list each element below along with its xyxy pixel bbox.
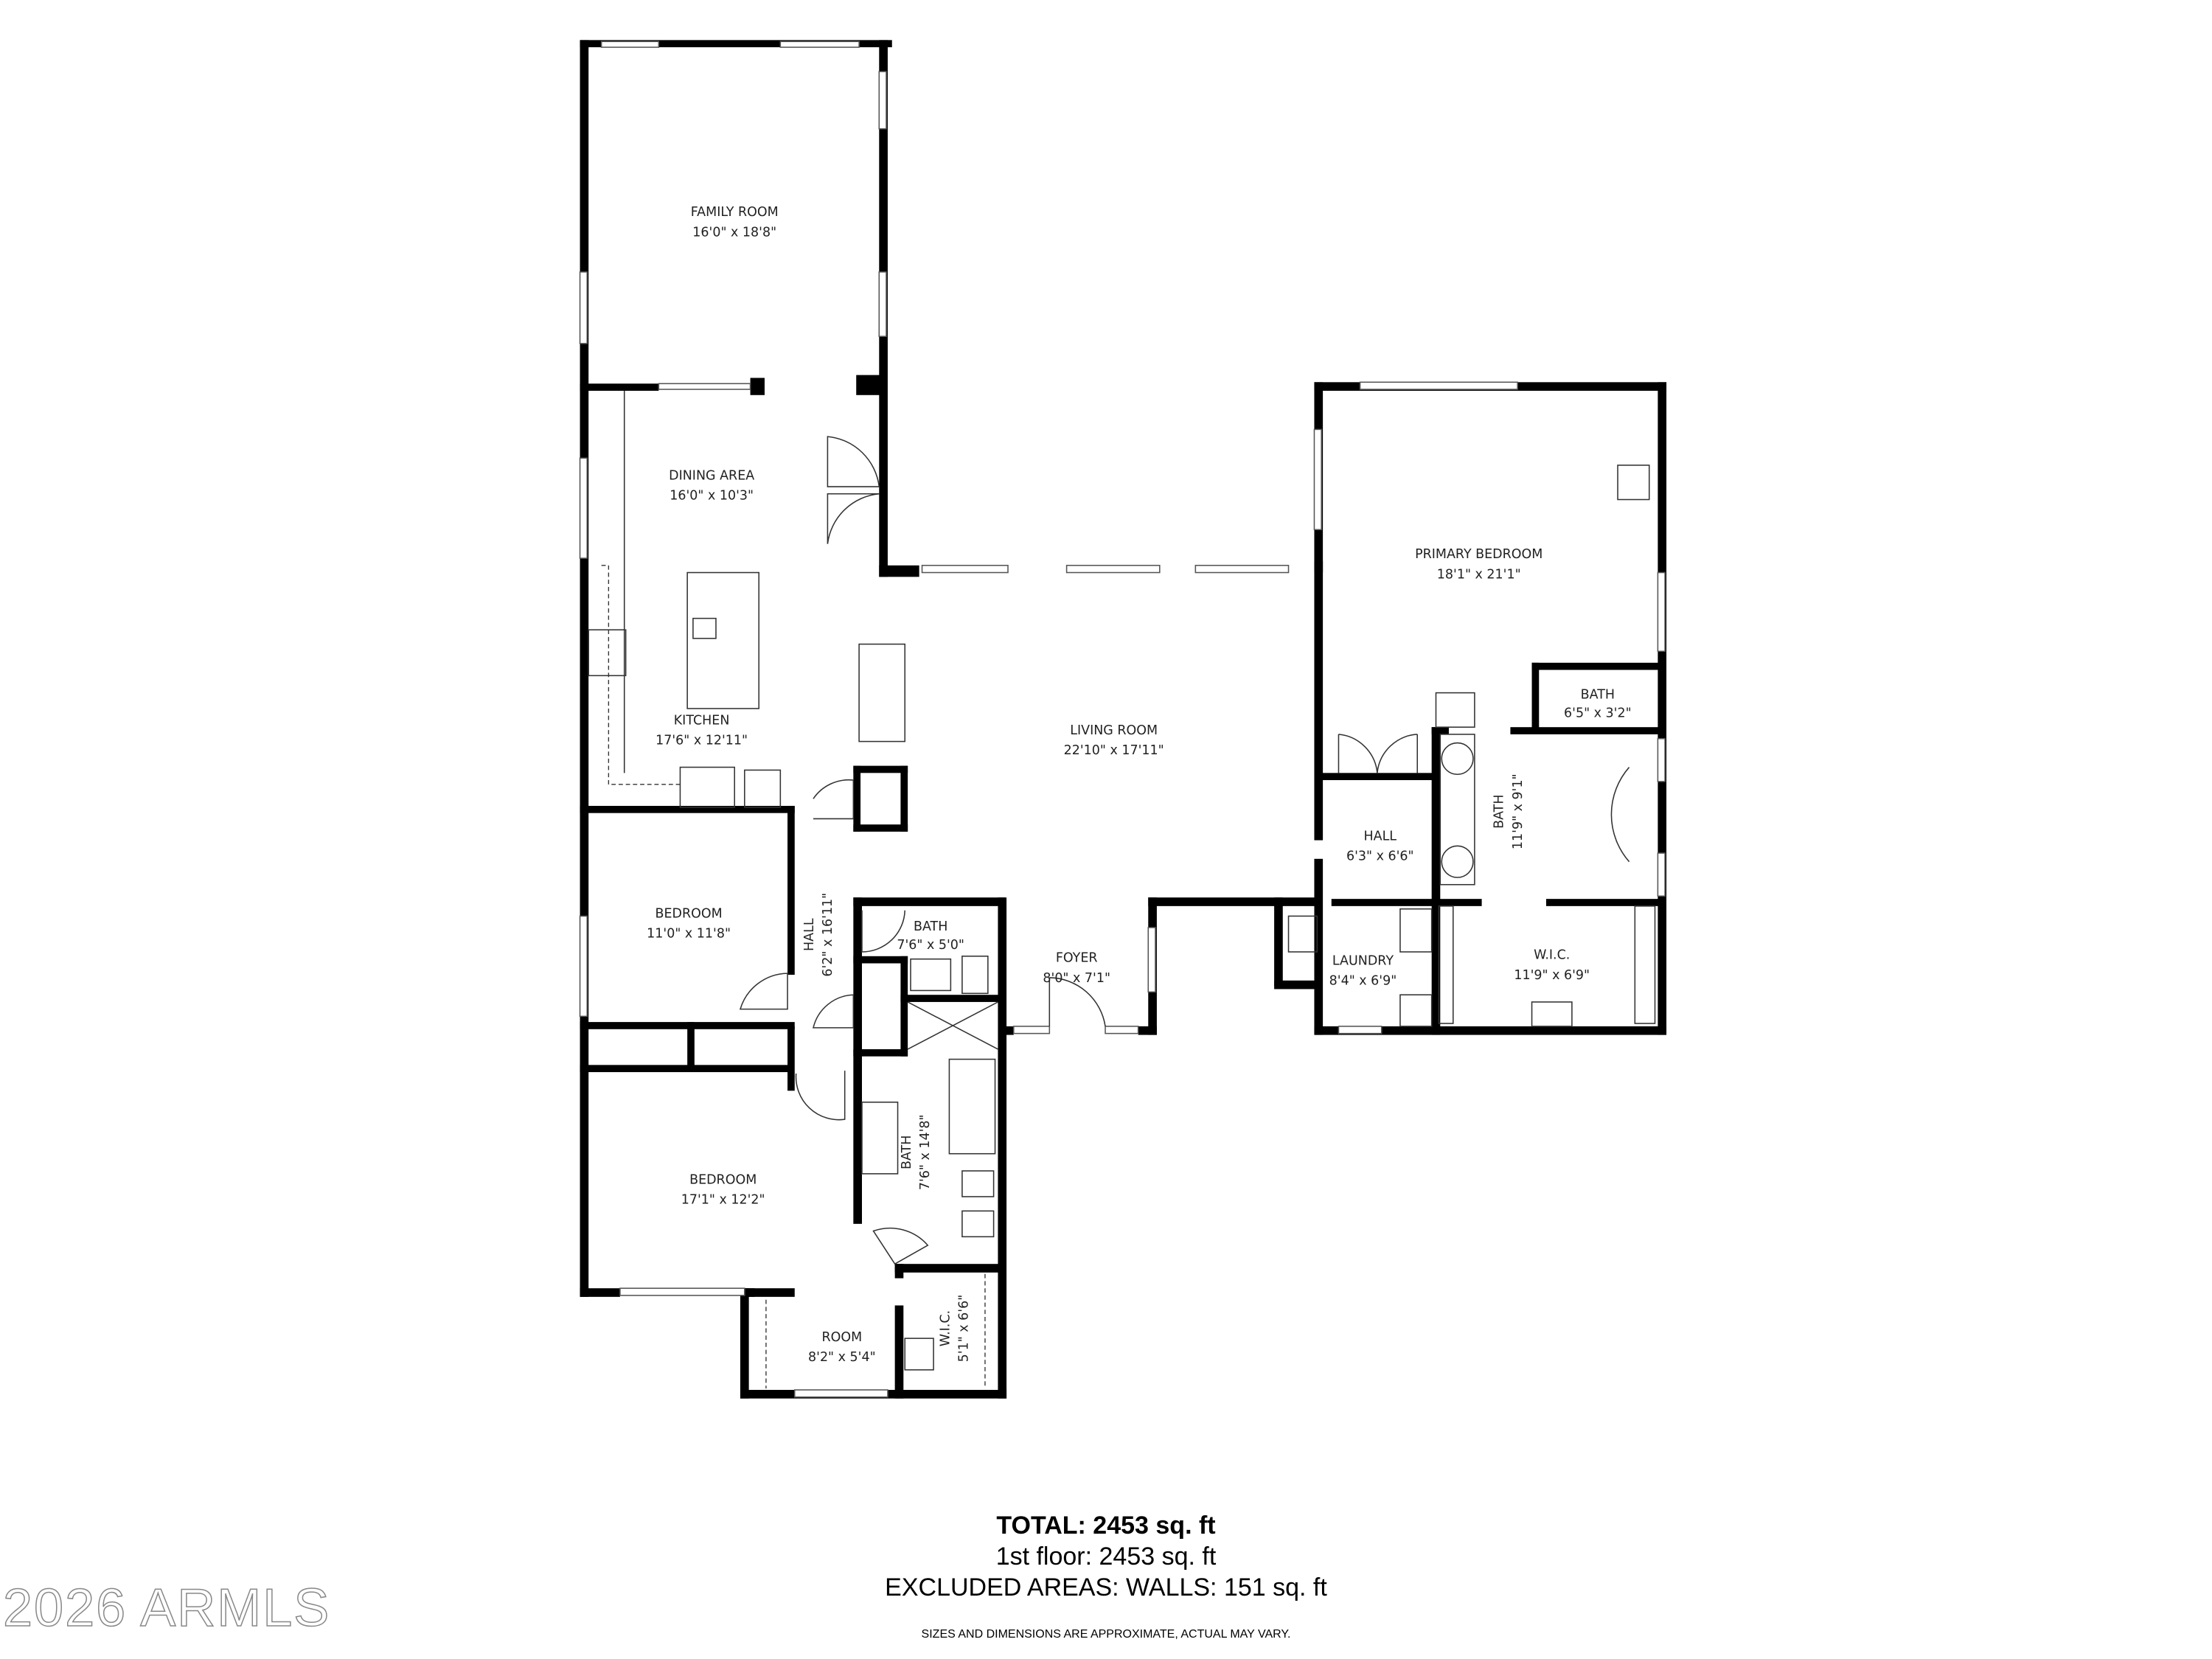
bedroom-1-name: BEDROOM (655, 906, 723, 921)
bedroom-2-name: BEDROOM (689, 1172, 757, 1187)
primary-bedroom-name: PRIMARY BEDROOM (1415, 547, 1543, 562)
room-name: ROOM (821, 1330, 862, 1345)
kitchen-dims: 17'6" x 12'11" (655, 733, 748, 748)
family-room-dims: 16'0" x 18'8" (692, 225, 776, 240)
laundry-dims: 8'4" x 6'9" (1329, 974, 1397, 989)
room-labels: FAMILY ROOM 16'0" x 18'8" DINING AREA 16… (647, 205, 1631, 1365)
total-area: TOTAL: 2453 sq. ft (996, 1512, 1216, 1540)
foyer-dims: 8'0" x 7'1" (1043, 971, 1110, 986)
room-dims: 8'2" x 5'4" (808, 1350, 876, 1365)
excluded-area: EXCLUDED AREAS: WALLS: 151 sq. ft (885, 1573, 1327, 1601)
bath-half-name: BATH (914, 919, 947, 934)
kitchen-sink (692, 617, 717, 639)
stove (588, 629, 627, 677)
wic-primary-dims: 11'9" x 6'9" (1514, 968, 1590, 983)
floor-area: 1st floor: 2453 sq. ft (995, 1543, 1217, 1571)
hall-west-name: HALL (802, 918, 817, 951)
wic-small-dims: 5'1" x 6'6" (957, 1295, 972, 1363)
primary-bedroom-dims: 18'1" x 21'1" (1437, 567, 1521, 582)
primary-bath-name: BATH (1492, 795, 1507, 829)
living-room-name: LIVING ROOM (1070, 723, 1158, 738)
hall-primary-name: HALL (1363, 830, 1397, 844)
wic-primary-name: W.I.C. (1534, 948, 1570, 963)
bath-full-dims: 7'6" x 14'8" (918, 1114, 933, 1190)
primary-bath-dims: 11'9" x 9'1" (1511, 773, 1526, 849)
watermark: 2026 ARMLS (2, 1578, 331, 1638)
bath-small-name: BATH (1581, 687, 1615, 702)
dining-area-dims: 16'0" x 10'3" (669, 489, 754, 504)
bedroom-1-dims: 11'0" x 11'8" (647, 927, 731, 942)
hall-primary-dims: 6'3" x 6'6" (1346, 849, 1414, 864)
hall-west-dims: 6'2" x 16'11" (821, 893, 835, 977)
windows (579, 41, 1666, 1398)
dining-area-name: DINING AREA (669, 468, 754, 483)
family-room-name: FAMILY ROOM (691, 205, 779, 220)
living-room-dims: 22'10" x 17'11" (1064, 743, 1164, 758)
foyer-name: FOYER (1056, 951, 1098, 966)
kitchen-island (686, 571, 760, 709)
bedroom-2-dims: 17'1" x 12'2" (681, 1193, 765, 1208)
wic-small-name: W.I.C. (938, 1310, 953, 1346)
bath-half-dims: 7'6" x 5'0" (897, 938, 964, 953)
fixtures (588, 390, 1656, 1389)
bath-full-name: BATH (900, 1135, 914, 1169)
bath-small-dims: 6'5" x 3'2" (1564, 706, 1632, 721)
laundry-name: LAUNDRY (1332, 953, 1394, 968)
kitchen-name: KITCHEN (674, 713, 730, 728)
disclaimer: SIZES AND DIMENSIONS ARE APPROXIMATE, AC… (921, 1628, 1291, 1641)
